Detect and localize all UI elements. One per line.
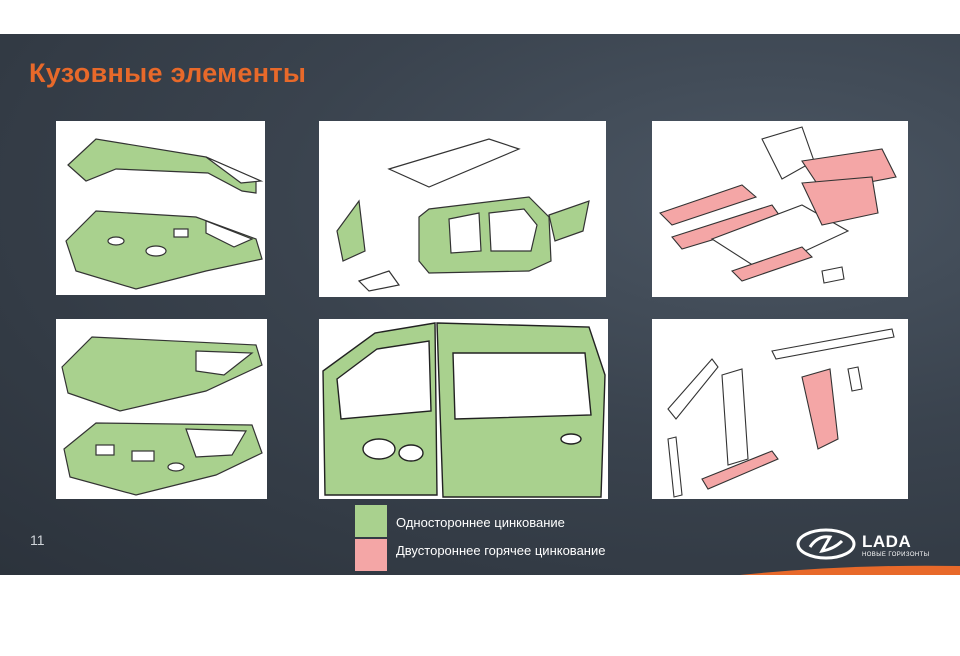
floor-diagram <box>652 121 908 297</box>
rear-door-diagram <box>56 319 267 499</box>
brand-name: LADA <box>862 532 912 551</box>
pillars-diagram <box>652 319 908 499</box>
legend-swatch-single <box>355 505 387 537</box>
brand-tagline: НОВЫЕ ГОРИЗОНТЫ <box>862 552 930 558</box>
front-door-diagram <box>56 121 265 295</box>
legend-swatch-double <box>355 539 387 571</box>
legend-label-double: Двустороннее горячее цинкование <box>396 543 606 558</box>
tailgate-diagram <box>319 319 608 499</box>
accent-stripe <box>740 565 960 575</box>
slide: Кузовные элементы <box>0 34 960 575</box>
lada-logo-icon <box>796 528 856 560</box>
slide-title: Кузовные элементы <box>29 58 307 88</box>
page-number: 11 <box>30 532 45 548</box>
body-side-diagram <box>319 121 606 297</box>
legend-label-single: Одностороннее цинкование <box>396 515 565 530</box>
